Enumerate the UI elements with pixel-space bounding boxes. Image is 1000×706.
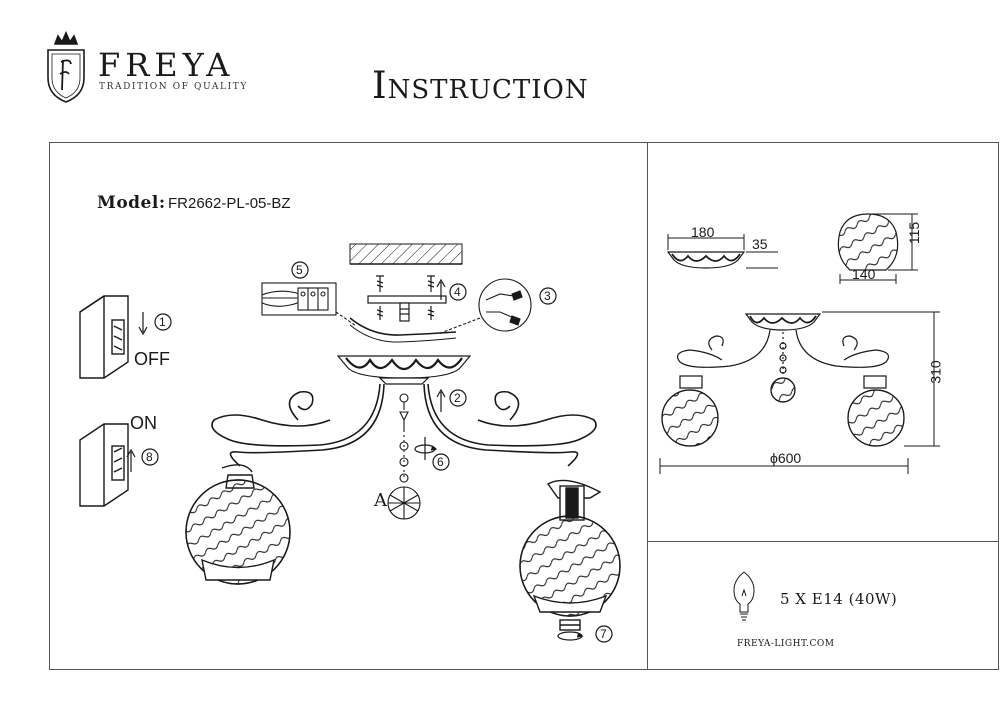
rotate-arrow-icon xyxy=(557,631,584,641)
page-title: Instruction xyxy=(372,64,589,107)
model-value: FR2662-PL-05-BZ xyxy=(168,195,291,212)
ceiling-icon xyxy=(349,243,463,265)
mounting-bar-icon xyxy=(367,295,447,322)
down-arrow-icon xyxy=(138,312,148,336)
wall-switch-off-icon xyxy=(79,295,129,379)
dimension-total-height: 310 xyxy=(927,360,944,384)
canopy-dimension-icon xyxy=(666,234,778,269)
canopy-icon xyxy=(336,355,472,385)
brand-name: FREYA xyxy=(98,46,235,84)
step-number: 2 xyxy=(454,391,461,405)
wire-connector-icon xyxy=(437,278,532,335)
switch-off-label: OFF xyxy=(134,349,170,369)
frame-divider-horizontal xyxy=(647,541,999,542)
dimension-total-diameter: ϕ600 xyxy=(770,450,802,466)
frame-divider-vertical xyxy=(647,142,648,670)
step-number: 8 xyxy=(146,450,153,464)
up-arrow-icon xyxy=(436,278,446,300)
step-number: 7 xyxy=(600,627,607,641)
dimension-shade-height: 115 xyxy=(906,221,923,245)
rotate-arrow-icon xyxy=(414,437,438,460)
step-number: 5 xyxy=(296,263,303,277)
step-number: 4 xyxy=(454,285,461,299)
mounting-screw-icon xyxy=(376,275,435,320)
crystal-pendant-icon xyxy=(387,393,421,520)
glass-shade-icon xyxy=(185,464,291,585)
brand-tagline: TRADITION OF QUALITY xyxy=(99,82,248,92)
terminal-block-icon xyxy=(261,282,357,327)
step-number: 6 xyxy=(437,455,444,469)
dimension-base-height: 35 xyxy=(752,236,768,252)
chandelier-arm-icon xyxy=(211,383,597,467)
step-number: 1 xyxy=(159,315,166,329)
glass-shade-exploded-icon xyxy=(519,479,621,631)
dimension-base-diameter: 180 xyxy=(691,224,715,240)
step-markers xyxy=(141,261,613,643)
model-label: Model: xyxy=(97,193,166,213)
up-arrow-icon xyxy=(436,388,446,412)
switch-on-label: ON xyxy=(130,413,157,433)
step-number: 3 xyxy=(544,289,551,303)
fixture-dimension-icon xyxy=(661,313,905,447)
up-arrow-icon xyxy=(126,448,136,472)
diagram-frame xyxy=(49,142,999,670)
shade-dimension-icon xyxy=(837,213,918,284)
website-link[interactable]: FREYA-LIGHT.COM xyxy=(737,639,835,649)
wall-switch-on-icon xyxy=(79,423,129,507)
dimension-shade-diameter: 140 xyxy=(852,266,876,282)
detail-label: A xyxy=(374,490,387,511)
light-bulb-icon xyxy=(733,571,755,621)
lamp-spec: 5 X E14 (40W) xyxy=(780,590,898,608)
